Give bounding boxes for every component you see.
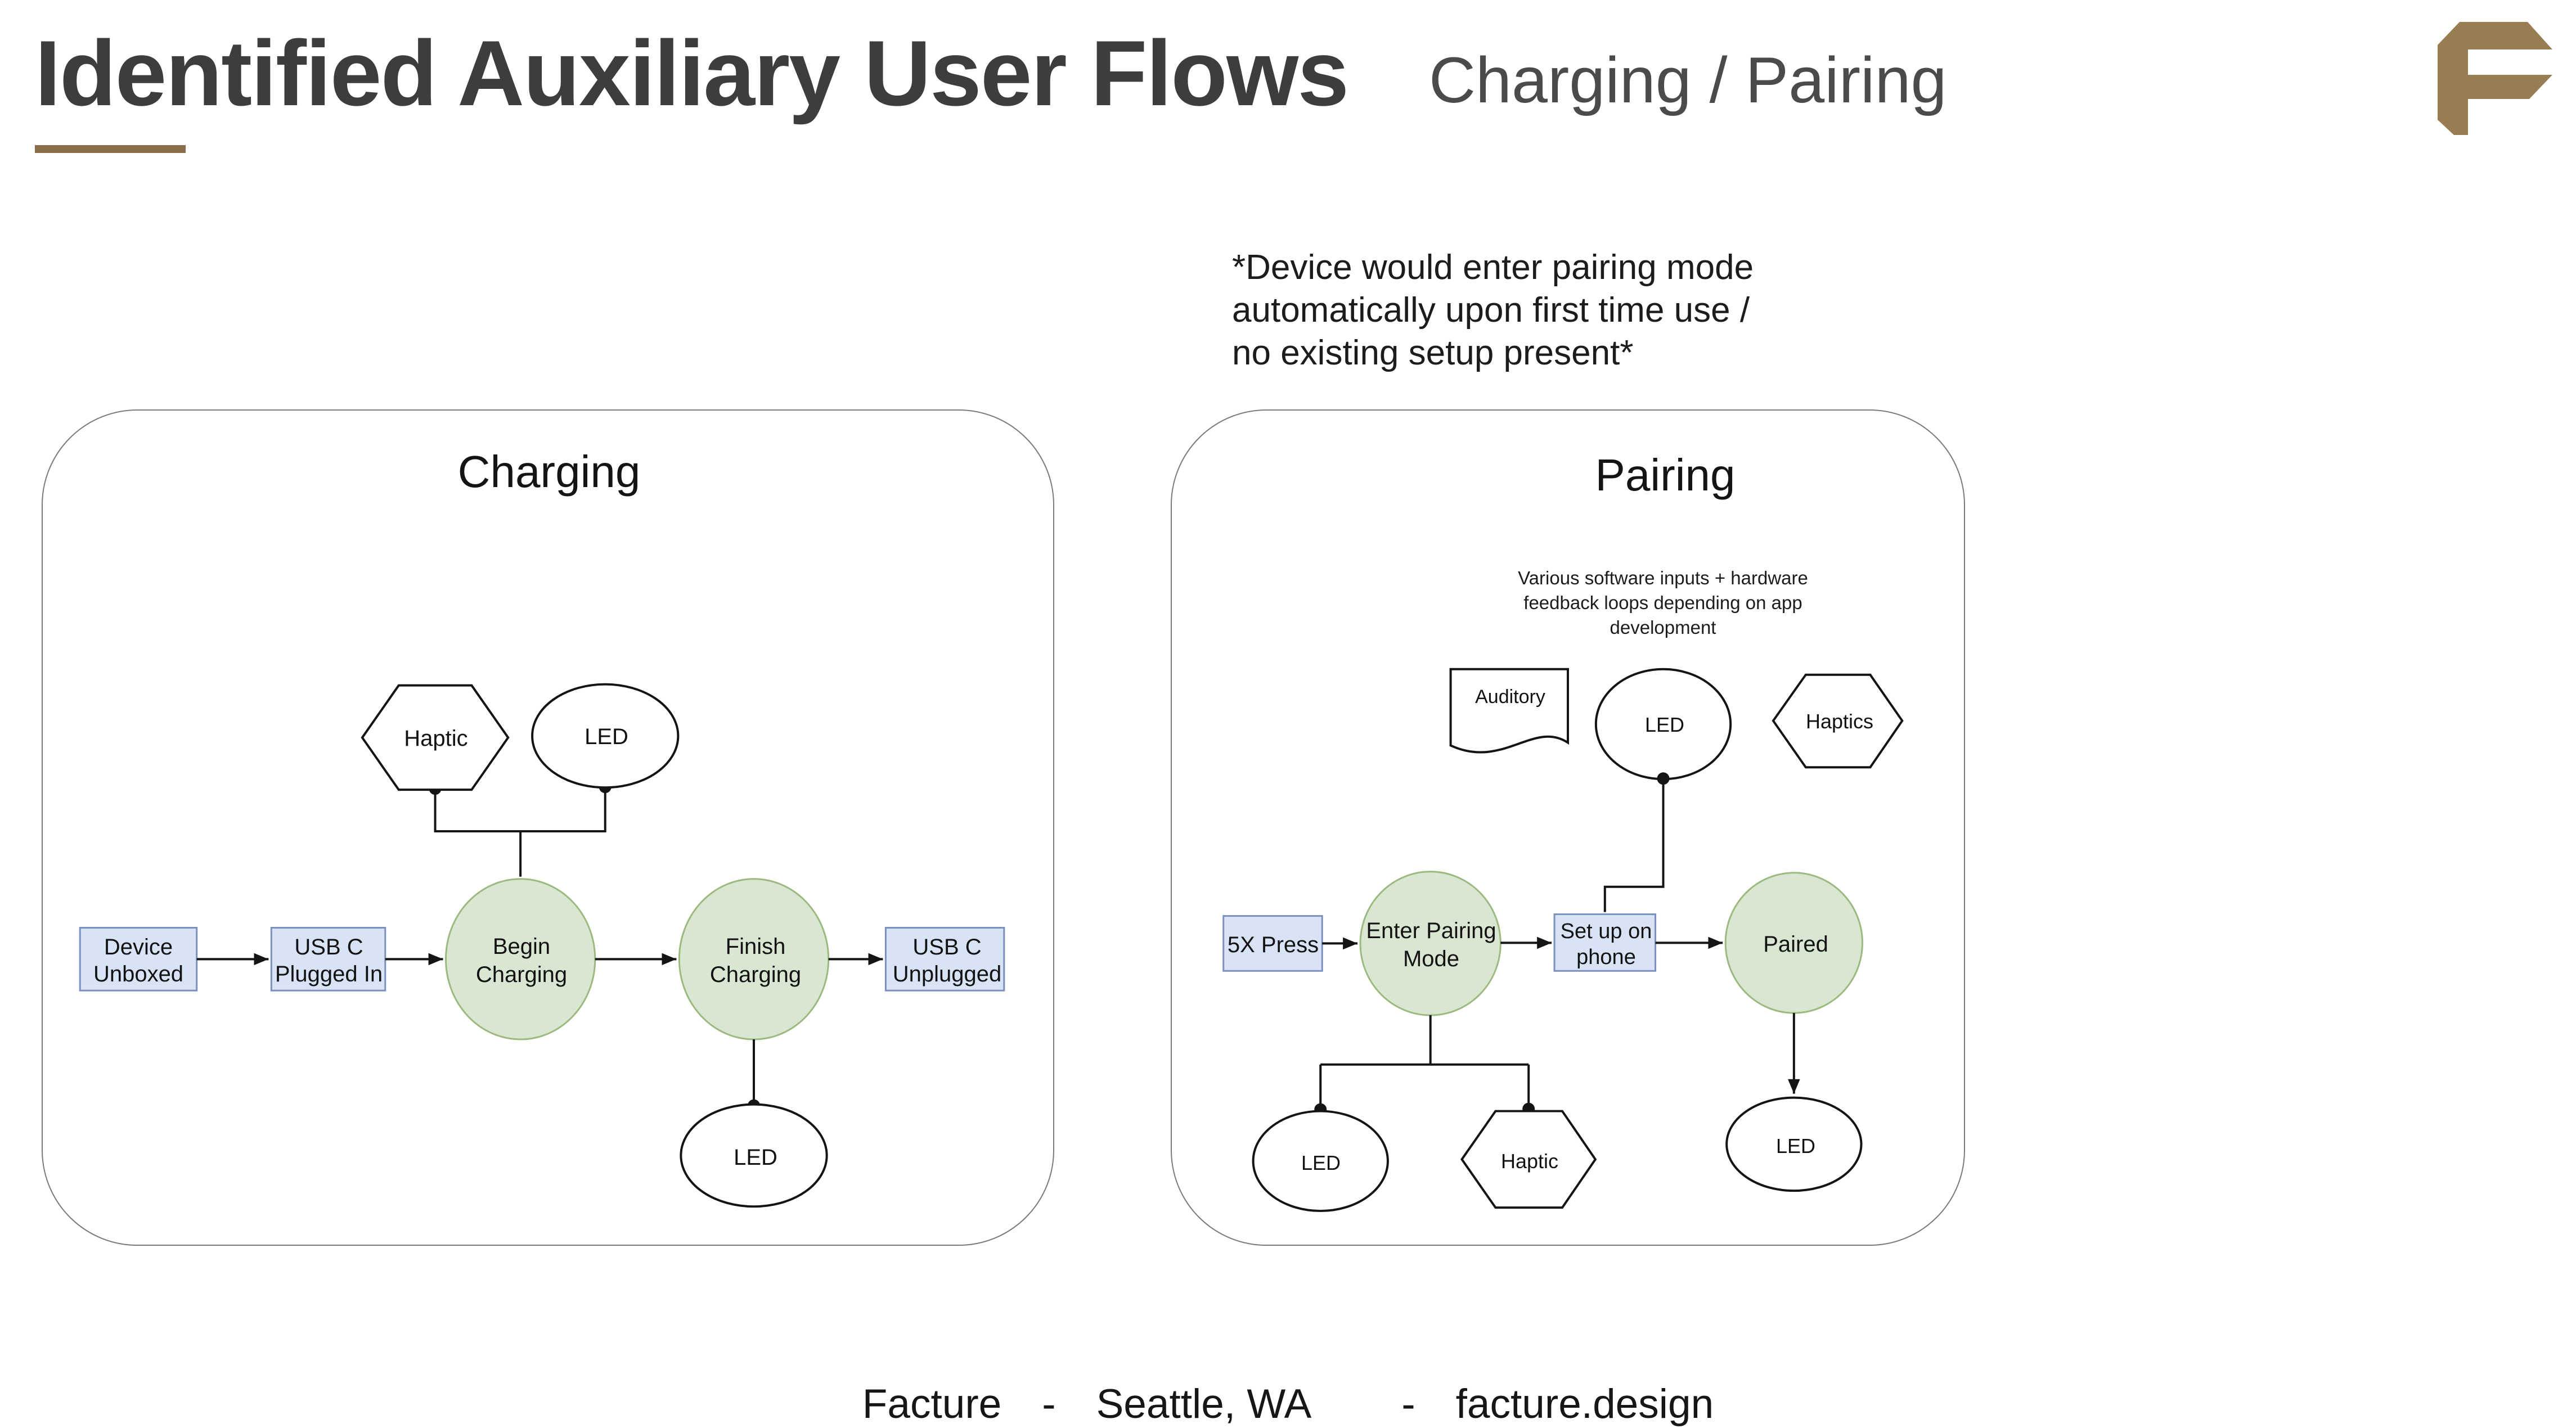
led-label: LED [1775, 1134, 1816, 1157]
usb-unplugged-label: USB C Unplugged [892, 935, 1002, 986]
haptic-label: Haptic [404, 726, 468, 751]
footer-separator: - [1042, 1381, 1056, 1427]
paired-label: Paired [1763, 931, 1828, 957]
usb-unplugged-box [884, 927, 1005, 992]
press-label: 5X Press [1227, 932, 1319, 957]
charging-title: Charging [457, 447, 641, 497]
pairing-flow-container: Pairing Various software inputs + hardwa… [1171, 409, 1965, 1246]
enter-pairing-label: Enter Pairing Mode [1366, 918, 1496, 971]
usb-plugged-label: USB C Plugged In [275, 935, 383, 986]
pairing-feedback-connector [1319, 1015, 1530, 1106]
led-label: LED [1644, 713, 1685, 736]
led-ellipse [680, 1103, 828, 1208]
haptics-hexagon [1772, 673, 1904, 769]
facture-f-glyph [2438, 22, 2552, 135]
pairing-annotation-note: *Device would enter pairing mode automat… [1232, 248, 1754, 372]
footer-separator: - [1401, 1381, 1415, 1427]
usb-plugged-box [270, 927, 386, 992]
device-unboxed-label: Device Unboxed [93, 935, 184, 986]
pairing-flow-diagram [1222, 668, 1904, 1213]
haptic-hexagon [361, 684, 510, 791]
haptic-hexagon [1460, 1110, 1597, 1209]
pairing-software-note: Various software inputs + hardware feedb… [1518, 567, 1808, 638]
device-unboxed-box [79, 927, 198, 992]
press-box [1222, 915, 1323, 972]
facture-logo-icon [2438, 22, 2552, 135]
title-underline [35, 145, 186, 153]
connector-dot [1657, 772, 1670, 785]
led-to-setup-connector [1603, 778, 1665, 912]
led-ellipse [531, 683, 680, 789]
page-title: Identified Auxiliary User Flows [35, 21, 1349, 125]
led-label: LED [585, 724, 628, 749]
auditory-label: Auditory [1475, 686, 1545, 708]
haptic-label: Haptic [1500, 1150, 1559, 1173]
led-label: LED [1301, 1151, 1341, 1174]
footer-company: Facture [862, 1381, 1002, 1427]
charging-flow-diagram [79, 683, 1005, 1208]
charging-feedback-connector [434, 787, 606, 877]
led-label: LED [734, 1145, 777, 1170]
footer-website: facture.design [1455, 1381, 1714, 1427]
page-subtitle: Charging / Pairing [1429, 44, 1947, 116]
auditory-document-shape [1449, 668, 1569, 754]
footer: Facture - Seattle, WA - facture.design [0, 1381, 2576, 1428]
haptics-label: Haptics [1805, 710, 1874, 733]
charging-flow-container: Charging Haptic LED Device Unboxed USB C… [42, 409, 1054, 1246]
footer-location: Seattle, WA [1096, 1381, 1312, 1427]
pairing-title: Pairing [1595, 450, 1736, 500]
setup-phone-box [1553, 913, 1657, 972]
led-ellipse [1725, 1096, 1863, 1192]
led-ellipse [1252, 1110, 1389, 1213]
setup-phone-label: Set up on phone [1560, 919, 1652, 969]
begin-charging-label: Begin Charging [475, 934, 568, 987]
finish-charging-label: Finish Charging [709, 934, 802, 987]
